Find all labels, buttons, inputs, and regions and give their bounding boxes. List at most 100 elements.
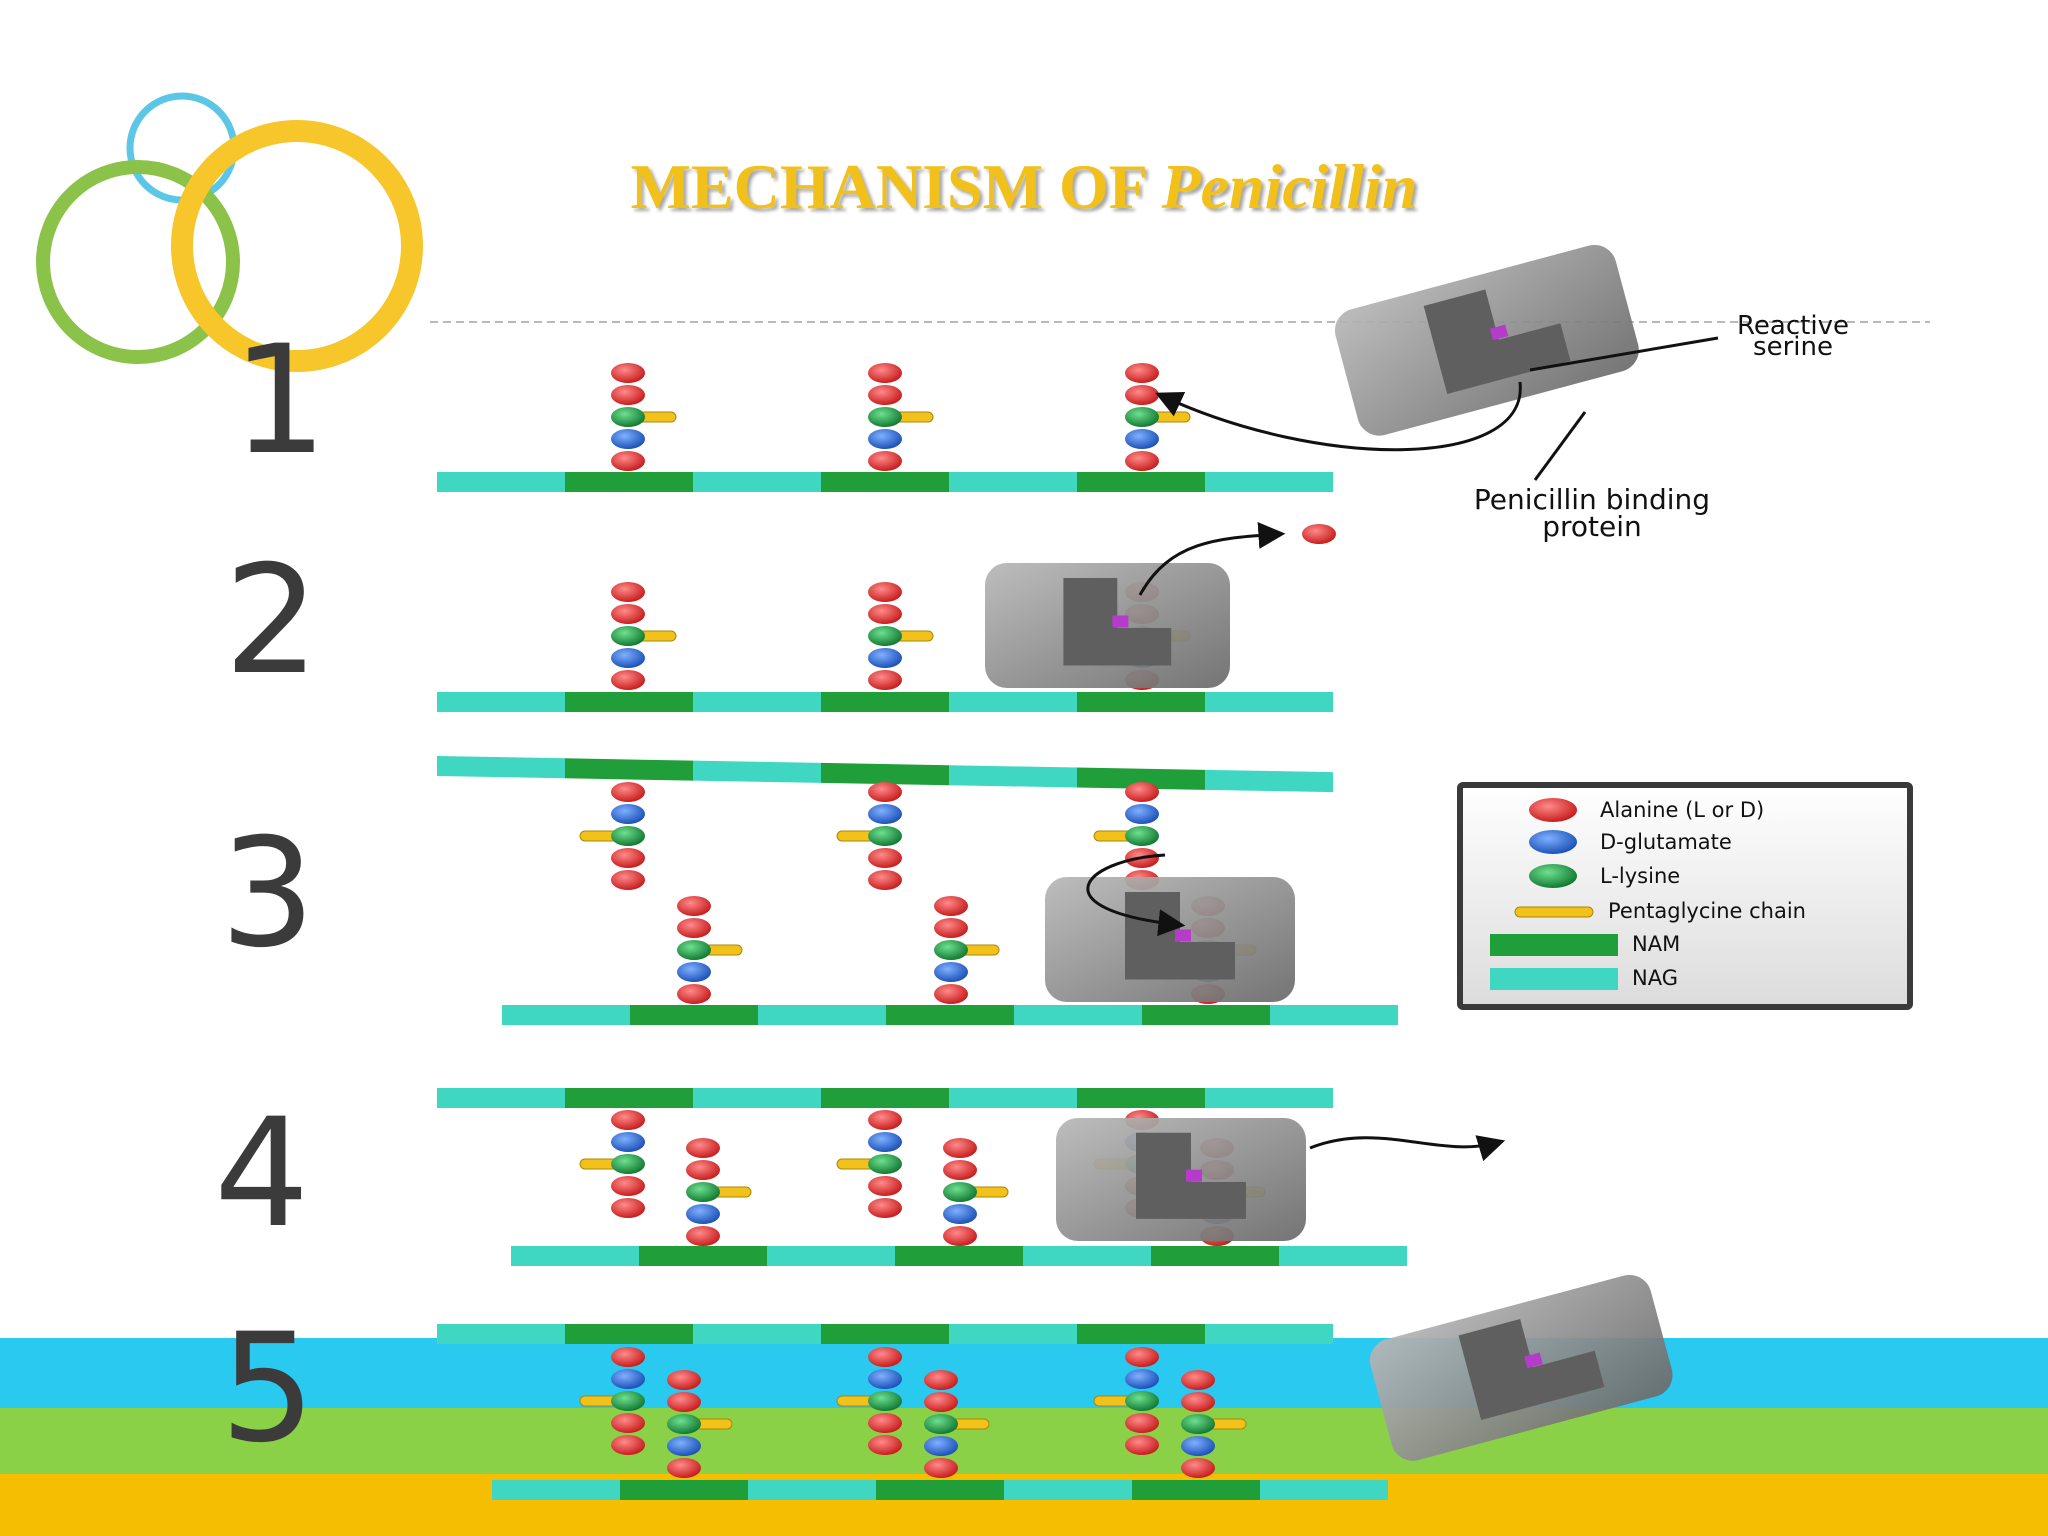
exit-arrow: [1309, 1135, 1506, 1162]
peptide-stem: [836, 1347, 902, 1455]
nam-segment: [886, 1005, 1014, 1025]
alanine-sphere: [667, 1392, 701, 1412]
alanine-sphere: [611, 363, 645, 383]
nag-segment: [758, 1005, 886, 1025]
nag-segment: [748, 1480, 876, 1500]
peptide-stem: [1093, 782, 1159, 890]
nam-segment: [876, 1480, 1004, 1500]
alanine-sphere: [868, 1347, 902, 1367]
alanine-sphere: [686, 1160, 720, 1180]
alanine-sphere: [1125, 451, 1159, 471]
l-lysine-sphere: [934, 940, 968, 960]
l-lysine-sphere: [1125, 826, 1159, 846]
reactive-serine-site: [1524, 1352, 1543, 1369]
nag-segment: [1205, 1088, 1333, 1108]
nam-segment: [1142, 1005, 1270, 1025]
nag-segment: [1270, 1005, 1398, 1025]
nam-segment: [565, 1088, 693, 1108]
nag-segment: [1014, 1005, 1142, 1025]
legend: Alanine (L or D) D-glutamate L-lysine Pe…: [1457, 782, 1913, 1010]
reactive-serine-site: [1112, 615, 1129, 628]
peptide-stem: [667, 1370, 733, 1478]
d-glutamate-sphere: [924, 1436, 958, 1456]
nam-segment: [565, 692, 693, 712]
nam-segment: [1077, 692, 1205, 712]
step-number: 3: [220, 807, 315, 981]
nag-segment: [767, 1246, 895, 1266]
nag-segment: [693, 1324, 821, 1344]
alanine-sphere: [611, 848, 645, 868]
reactive-serine-site: [1175, 929, 1191, 942]
alanine-sphere: [868, 451, 902, 471]
l-lysine-sphere: [1181, 1414, 1215, 1434]
alanine-sphere: [868, 670, 902, 690]
nam-segment: [1077, 767, 1205, 790]
alanine-sphere: [1125, 363, 1159, 383]
yellow-ring-decoration: [171, 120, 423, 372]
alanine-sphere: [611, 1347, 645, 1367]
l-lysine-sphere: [924, 1414, 958, 1434]
step-number: 4: [214, 1087, 309, 1261]
alanine-sphere: [677, 896, 711, 916]
l-lysine-swatch: [1529, 864, 1577, 888]
nam-segment: [565, 1324, 693, 1344]
alanine-sphere: [611, 870, 645, 890]
l-lysine-sphere: [868, 407, 902, 427]
pbp-pointer: [1533, 411, 1587, 481]
alanine-sphere: [611, 385, 645, 405]
nam-segment: [821, 692, 949, 712]
l-lysine-sphere: [686, 1182, 720, 1202]
alanine-sphere: [868, 1198, 902, 1218]
l-lysine-sphere: [868, 626, 902, 646]
alanine-sphere: [868, 1413, 902, 1433]
d-glutamate-sphere: [686, 1204, 720, 1224]
l-lysine-sphere: [611, 1154, 645, 1174]
alanine-sphere: [868, 848, 902, 868]
l-lysine-sphere: [1125, 1391, 1159, 1411]
d-glutamate-sphere: [667, 1436, 701, 1456]
nag-segment: [437, 1324, 565, 1344]
alanine-sphere: [611, 1413, 645, 1433]
alanine-sphere: [611, 1435, 645, 1455]
l-lysine-sphere: [868, 1391, 902, 1411]
l-lysine-sphere: [611, 1391, 645, 1411]
alanine-sphere: [868, 1110, 902, 1130]
nam-segment: [821, 472, 949, 492]
alanine-sphere: [611, 1110, 645, 1130]
legend-label: L-lysine: [1600, 864, 1680, 888]
reactive-serine-label: serine: [1753, 332, 1833, 362]
legend-label: D-glutamate: [1600, 830, 1732, 854]
alanine-sphere: [868, 604, 902, 624]
alanine-sphere: [677, 984, 711, 1004]
reactive-serine-site: [1186, 1169, 1202, 1182]
alanine-sphere: [686, 1226, 720, 1246]
nag-segment: [1205, 769, 1333, 793]
d-glutamate-sphere: [611, 804, 645, 824]
nam-segment: [1077, 1324, 1205, 1344]
d-glutamate-sphere: [868, 1132, 902, 1152]
d-glutamate-sphere: [934, 962, 968, 982]
alanine-sphere: [667, 1458, 701, 1478]
d-glutamate-sphere: [611, 1132, 645, 1152]
legend-label: Pentaglycine chain: [1608, 899, 1806, 923]
penicillin-binding-protein: [1045, 877, 1295, 1002]
blue-band: [0, 1338, 2048, 1408]
l-lysine-sphere: [667, 1414, 701, 1434]
binding-arrow: [1155, 381, 1522, 452]
nag-segment: [437, 1088, 565, 1108]
nam-segment: [895, 1246, 1023, 1266]
peptide-stem: [1093, 1347, 1159, 1455]
d-glutamate-sphere: [677, 962, 711, 982]
alanine-sphere: [943, 1226, 977, 1246]
alanine-sphere: [611, 1198, 645, 1218]
nag-segment: [437, 756, 565, 779]
step-number: 2: [224, 534, 319, 708]
legend-label: Alanine (L or D): [1600, 798, 1764, 822]
alanine-sphere: [667, 1370, 701, 1390]
d-glutamate-sphere: [1125, 429, 1159, 449]
release-arrow: [1138, 521, 1286, 596]
alanine-sphere: [934, 918, 968, 938]
step-number: 1: [232, 314, 327, 488]
peptide-stem: [677, 896, 743, 1004]
d-glutamate-sphere: [611, 648, 645, 668]
